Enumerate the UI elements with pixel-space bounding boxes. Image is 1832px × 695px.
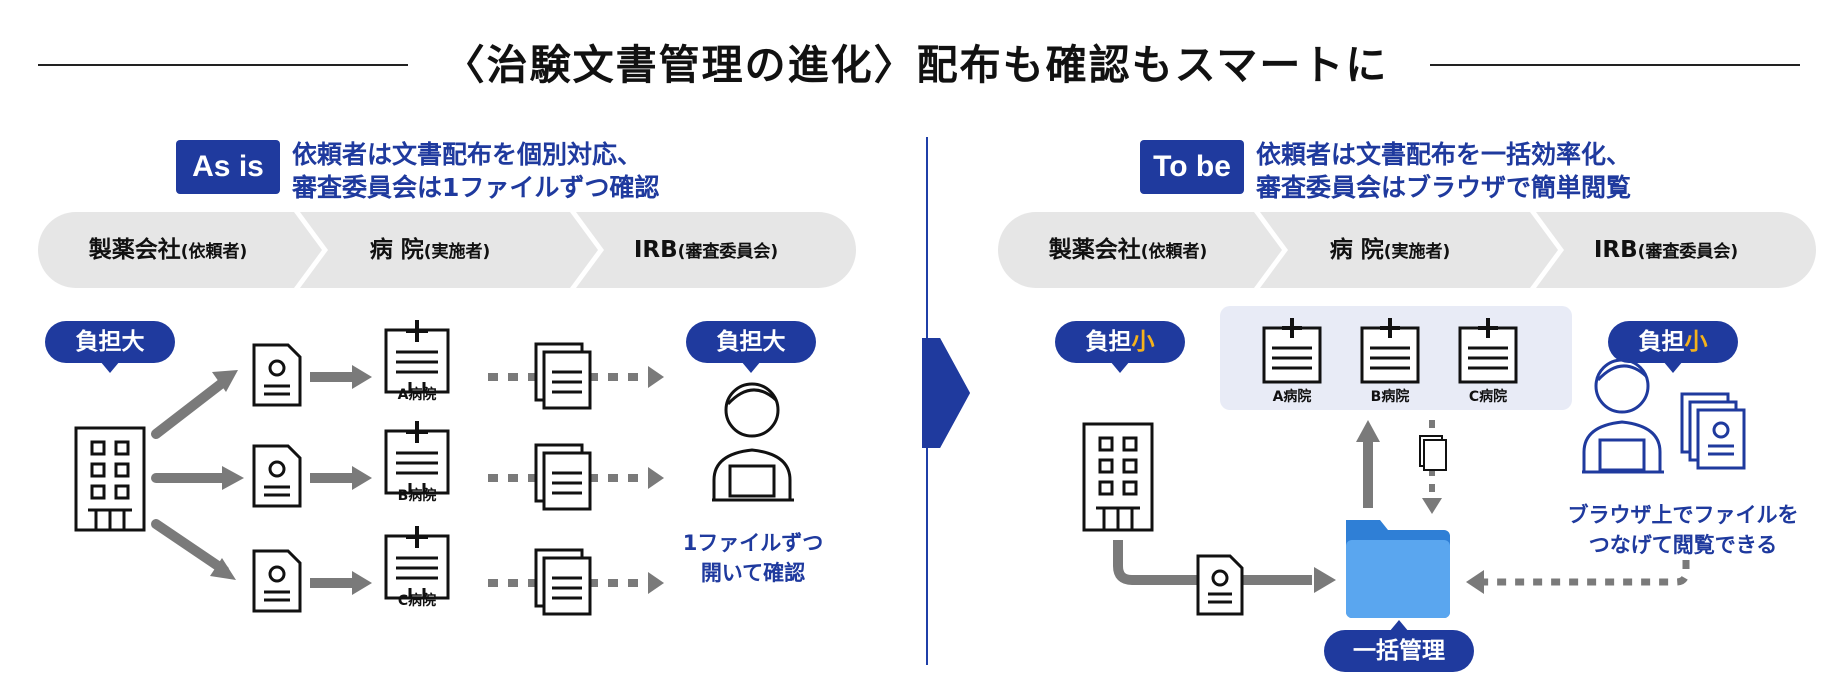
to-be-hospital-b-label: B病院 — [1370, 389, 1410, 405]
burden-accent-text: 小 — [1131, 329, 1155, 355]
document-icon — [252, 444, 302, 508]
reviewer-person-icon — [712, 382, 794, 502]
distribution-arrows — [151, 370, 244, 580]
burden-text: 負担大 — [75, 329, 145, 355]
as-is-caption: 1ファイルずつ 開いて確認 — [660, 528, 846, 588]
title-rule-left — [38, 64, 408, 66]
to-be-hospital-a-label: A病院 — [1272, 389, 1312, 405]
document-icon — [252, 549, 302, 613]
badge-pointer-icon — [1110, 361, 1130, 373]
to-be-diagram — [1082, 318, 1746, 618]
badge-pointer-icon — [1663, 361, 1683, 373]
transition-arrow-icon — [922, 338, 970, 448]
to-be-flow-irb: IRB(審査委員会) — [1536, 212, 1796, 288]
browse-arrow — [1478, 560, 1690, 586]
to-be-heading: 依頼者は文書配布を一括効率化、 審査委員会はブラウザで簡単閲覧 — [1256, 138, 1776, 204]
flow-main-label: 製薬会社 — [88, 237, 181, 263]
badge-pointer-icon — [741, 361, 761, 373]
to-be-flow-band — [998, 212, 1816, 288]
as-is-diagram — [74, 320, 794, 616]
to-be-caption-line2: つなげて閲覧できる — [1588, 533, 1778, 557]
as-is-flow-band — [38, 212, 856, 288]
as-is-flow-irb: IRB(審査委員会) — [576, 212, 836, 288]
hospital-icon — [384, 421, 450, 495]
central-management-badge: 一括管理 — [1324, 630, 1474, 672]
as-is-heading: 依頼者は文書配布を個別対応、 審査委員会は1ファイルずつ確認 — [292, 138, 812, 204]
as-is-row-c — [252, 526, 664, 616]
to-be-hospital-c-label: C病院 — [1468, 389, 1508, 405]
hospital-icon — [1262, 318, 1322, 384]
sponsor-building-icon — [1082, 422, 1154, 532]
flow-sub-label: (依頼者) — [180, 242, 248, 262]
as-is-caption-line2: 開いて確認 — [700, 561, 806, 585]
burden-text: 負担 — [1085, 329, 1132, 355]
flow-main-label: 病 院 — [369, 237, 424, 263]
document-icon — [1196, 554, 1244, 616]
as-is-row-b — [252, 421, 664, 511]
shared-folder-icon — [1346, 520, 1450, 618]
flow-sub-label: (審査委員会) — [1637, 242, 1739, 262]
flow-sub-label: (審査委員会) — [677, 242, 779, 262]
to-be-flow-sponsor: 製薬会社(依頼者) — [998, 212, 1258, 288]
burden-text: 負担 — [1638, 329, 1685, 355]
to-be-irb-burden-badge: 負担小 — [1608, 321, 1738, 363]
upload-arrow — [1113, 540, 1312, 585]
as-is-heading-line1: 依頼者は文書配布を個別対応、 — [292, 140, 643, 169]
as-is-sponsor-burden-badge: 負担大 — [45, 321, 175, 363]
central-management-label: 一括管理 — [1353, 638, 1445, 664]
to-be-heading-line1: 依頼者は文書配布を一括効率化、 — [1256, 140, 1632, 169]
document-stack-icon — [534, 548, 592, 616]
page-title: 〈治験文書管理の進化〉配布も確認もスマートに — [443, 41, 1389, 89]
flow-main-label: 病 院 — [1329, 237, 1384, 263]
as-is-hospital-c-label: C病院 — [397, 593, 437, 609]
as-is-hospital-a-label: A病院 — [397, 387, 437, 403]
as-is-flow-hospital: 病 院(実施者) — [300, 212, 560, 288]
to-be-caption: ブラウザ上でファイルを つなげて閲覧できる — [1548, 500, 1818, 560]
document-stack-icon — [534, 342, 592, 410]
badge-pointer-icon — [100, 361, 120, 373]
as-is-hospital-b-label: B病院 — [397, 488, 437, 504]
as-is-row-a — [252, 320, 664, 410]
document-stack-icon — [534, 443, 592, 511]
hospital-icon — [1458, 318, 1518, 384]
flow-sub-label: (依頼者) — [1140, 242, 1208, 262]
flow-sub-label: (実施者) — [1383, 242, 1451, 262]
hospital-icon — [1360, 318, 1420, 384]
to-be-caption-line1: ブラウザ上でファイルを — [1567, 503, 1799, 527]
burden-text: 負担大 — [716, 329, 786, 355]
burden-accent-text: 小 — [1684, 329, 1708, 355]
to-be-sponsor-burden-badge: 負担小 — [1055, 321, 1185, 363]
flow-main-label: IRB — [633, 237, 678, 263]
as-is-tag: As is — [176, 140, 280, 194]
as-is-irb-burden-badge: 負担大 — [686, 321, 816, 363]
document-icon — [252, 343, 302, 407]
flow-main-label: 製薬会社 — [1048, 237, 1141, 263]
to-be-heading-line2: 審査委員会はブラウザで簡単閲覧 — [1256, 173, 1632, 202]
to-be-flow-hospital: 病 院(実施者) — [1260, 212, 1520, 288]
flow-sub-label: (実施者) — [423, 242, 491, 262]
hospital-icon — [384, 320, 450, 394]
badge-pointer-up-icon — [1389, 620, 1409, 632]
title-rule-right — [1430, 64, 1800, 66]
as-is-caption-line1: 1ファイルずつ — [682, 531, 824, 555]
to-be-tag: To be — [1140, 140, 1244, 194]
flow-main-label: IRB — [1593, 237, 1638, 263]
hospital-icon — [384, 526, 450, 600]
reviewer-person-icon — [1582, 358, 1664, 474]
document-stack-icon — [1680, 392, 1746, 470]
as-is-heading-line2: 審査委員会は1ファイルずつ確認 — [292, 173, 660, 202]
small-document-icon — [1419, 435, 1447, 471]
sponsor-building-icon — [74, 426, 146, 532]
as-is-flow-sponsor: 製薬会社(依頼者) — [38, 212, 298, 288]
